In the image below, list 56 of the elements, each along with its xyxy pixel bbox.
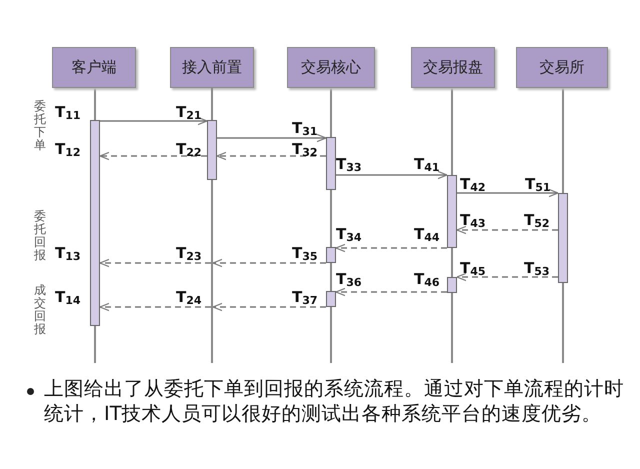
time-label: T$_{43}$ xyxy=(460,212,486,232)
activation-bar xyxy=(326,291,336,307)
time-label: T$_{23}$ xyxy=(176,245,202,265)
message-arrow xyxy=(100,116,208,126)
activation-bar xyxy=(447,277,457,293)
time-label: T$_{35}$ xyxy=(292,245,318,265)
activation-bar xyxy=(207,120,217,180)
time-label: T$_{21}$ xyxy=(176,104,202,124)
phase-label: 委托下单 xyxy=(34,100,47,152)
time-label: T$_{44}$ xyxy=(414,226,440,246)
message-arrow xyxy=(335,244,447,252)
participant-box: 交易报盘 xyxy=(411,47,495,88)
participant-box: 接入前置 xyxy=(170,47,254,88)
time-label: T$_{14}$ xyxy=(55,289,81,309)
time-label: T$_{31}$ xyxy=(292,120,318,140)
time-label: T$_{52}$ xyxy=(524,212,550,232)
message-arrow xyxy=(99,258,211,268)
caption-text: 上图给出了从委托下单到回报的系统流程。通过对下单流程的计时统计，IT技术人员可以很好的测试出各种系统平台的速度优劣。 xyxy=(44,376,625,426)
time-label: T$_{22}$ xyxy=(176,141,202,161)
message-arrow xyxy=(212,302,326,312)
phase-label: 成交回报 xyxy=(34,284,47,336)
time-label: T$_{33}$ xyxy=(336,156,362,176)
message-arrow xyxy=(456,272,558,282)
message-arrow xyxy=(99,302,211,312)
time-label: T$_{12}$ xyxy=(55,141,81,161)
activation-bar xyxy=(326,137,336,190)
time-label: T$_{13}$ xyxy=(55,245,81,265)
message-arrow xyxy=(99,152,207,160)
activation-bar xyxy=(326,247,336,263)
time-label: T$_{24}$ xyxy=(176,289,202,309)
time-label: T$_{34}$ xyxy=(336,226,362,246)
time-label: T$_{11}$ xyxy=(55,104,81,124)
message-arrow xyxy=(335,288,447,296)
participant-box: 客户端 xyxy=(52,47,136,88)
time-label: T$_{41}$ xyxy=(414,156,440,176)
message-arrow xyxy=(216,152,326,160)
time-label: T$_{37}$ xyxy=(292,289,318,309)
participant-box: 交易所 xyxy=(516,47,608,88)
phase-label: 委托回报 xyxy=(34,210,47,262)
lifeline xyxy=(211,88,213,363)
message-arrow xyxy=(212,258,326,268)
message-arrow xyxy=(217,134,327,142)
time-label: T$_{46}$ xyxy=(414,271,440,291)
activation-bar xyxy=(90,120,100,326)
activation-bar xyxy=(447,175,457,248)
message-arrow xyxy=(457,188,559,198)
message-arrow xyxy=(456,226,558,234)
time-label: T$_{53}$ xyxy=(524,260,550,280)
time-label: T$_{36}$ xyxy=(336,271,362,291)
time-label: T$_{42}$ xyxy=(460,176,486,196)
time-label: T$_{32}$ xyxy=(292,141,318,161)
time-label: T$_{51}$ xyxy=(525,176,551,196)
message-arrow xyxy=(336,170,448,180)
participant-box: 交易核心 xyxy=(287,47,375,88)
time-label: T$_{45}$ xyxy=(460,260,486,280)
activation-bar xyxy=(558,193,568,283)
